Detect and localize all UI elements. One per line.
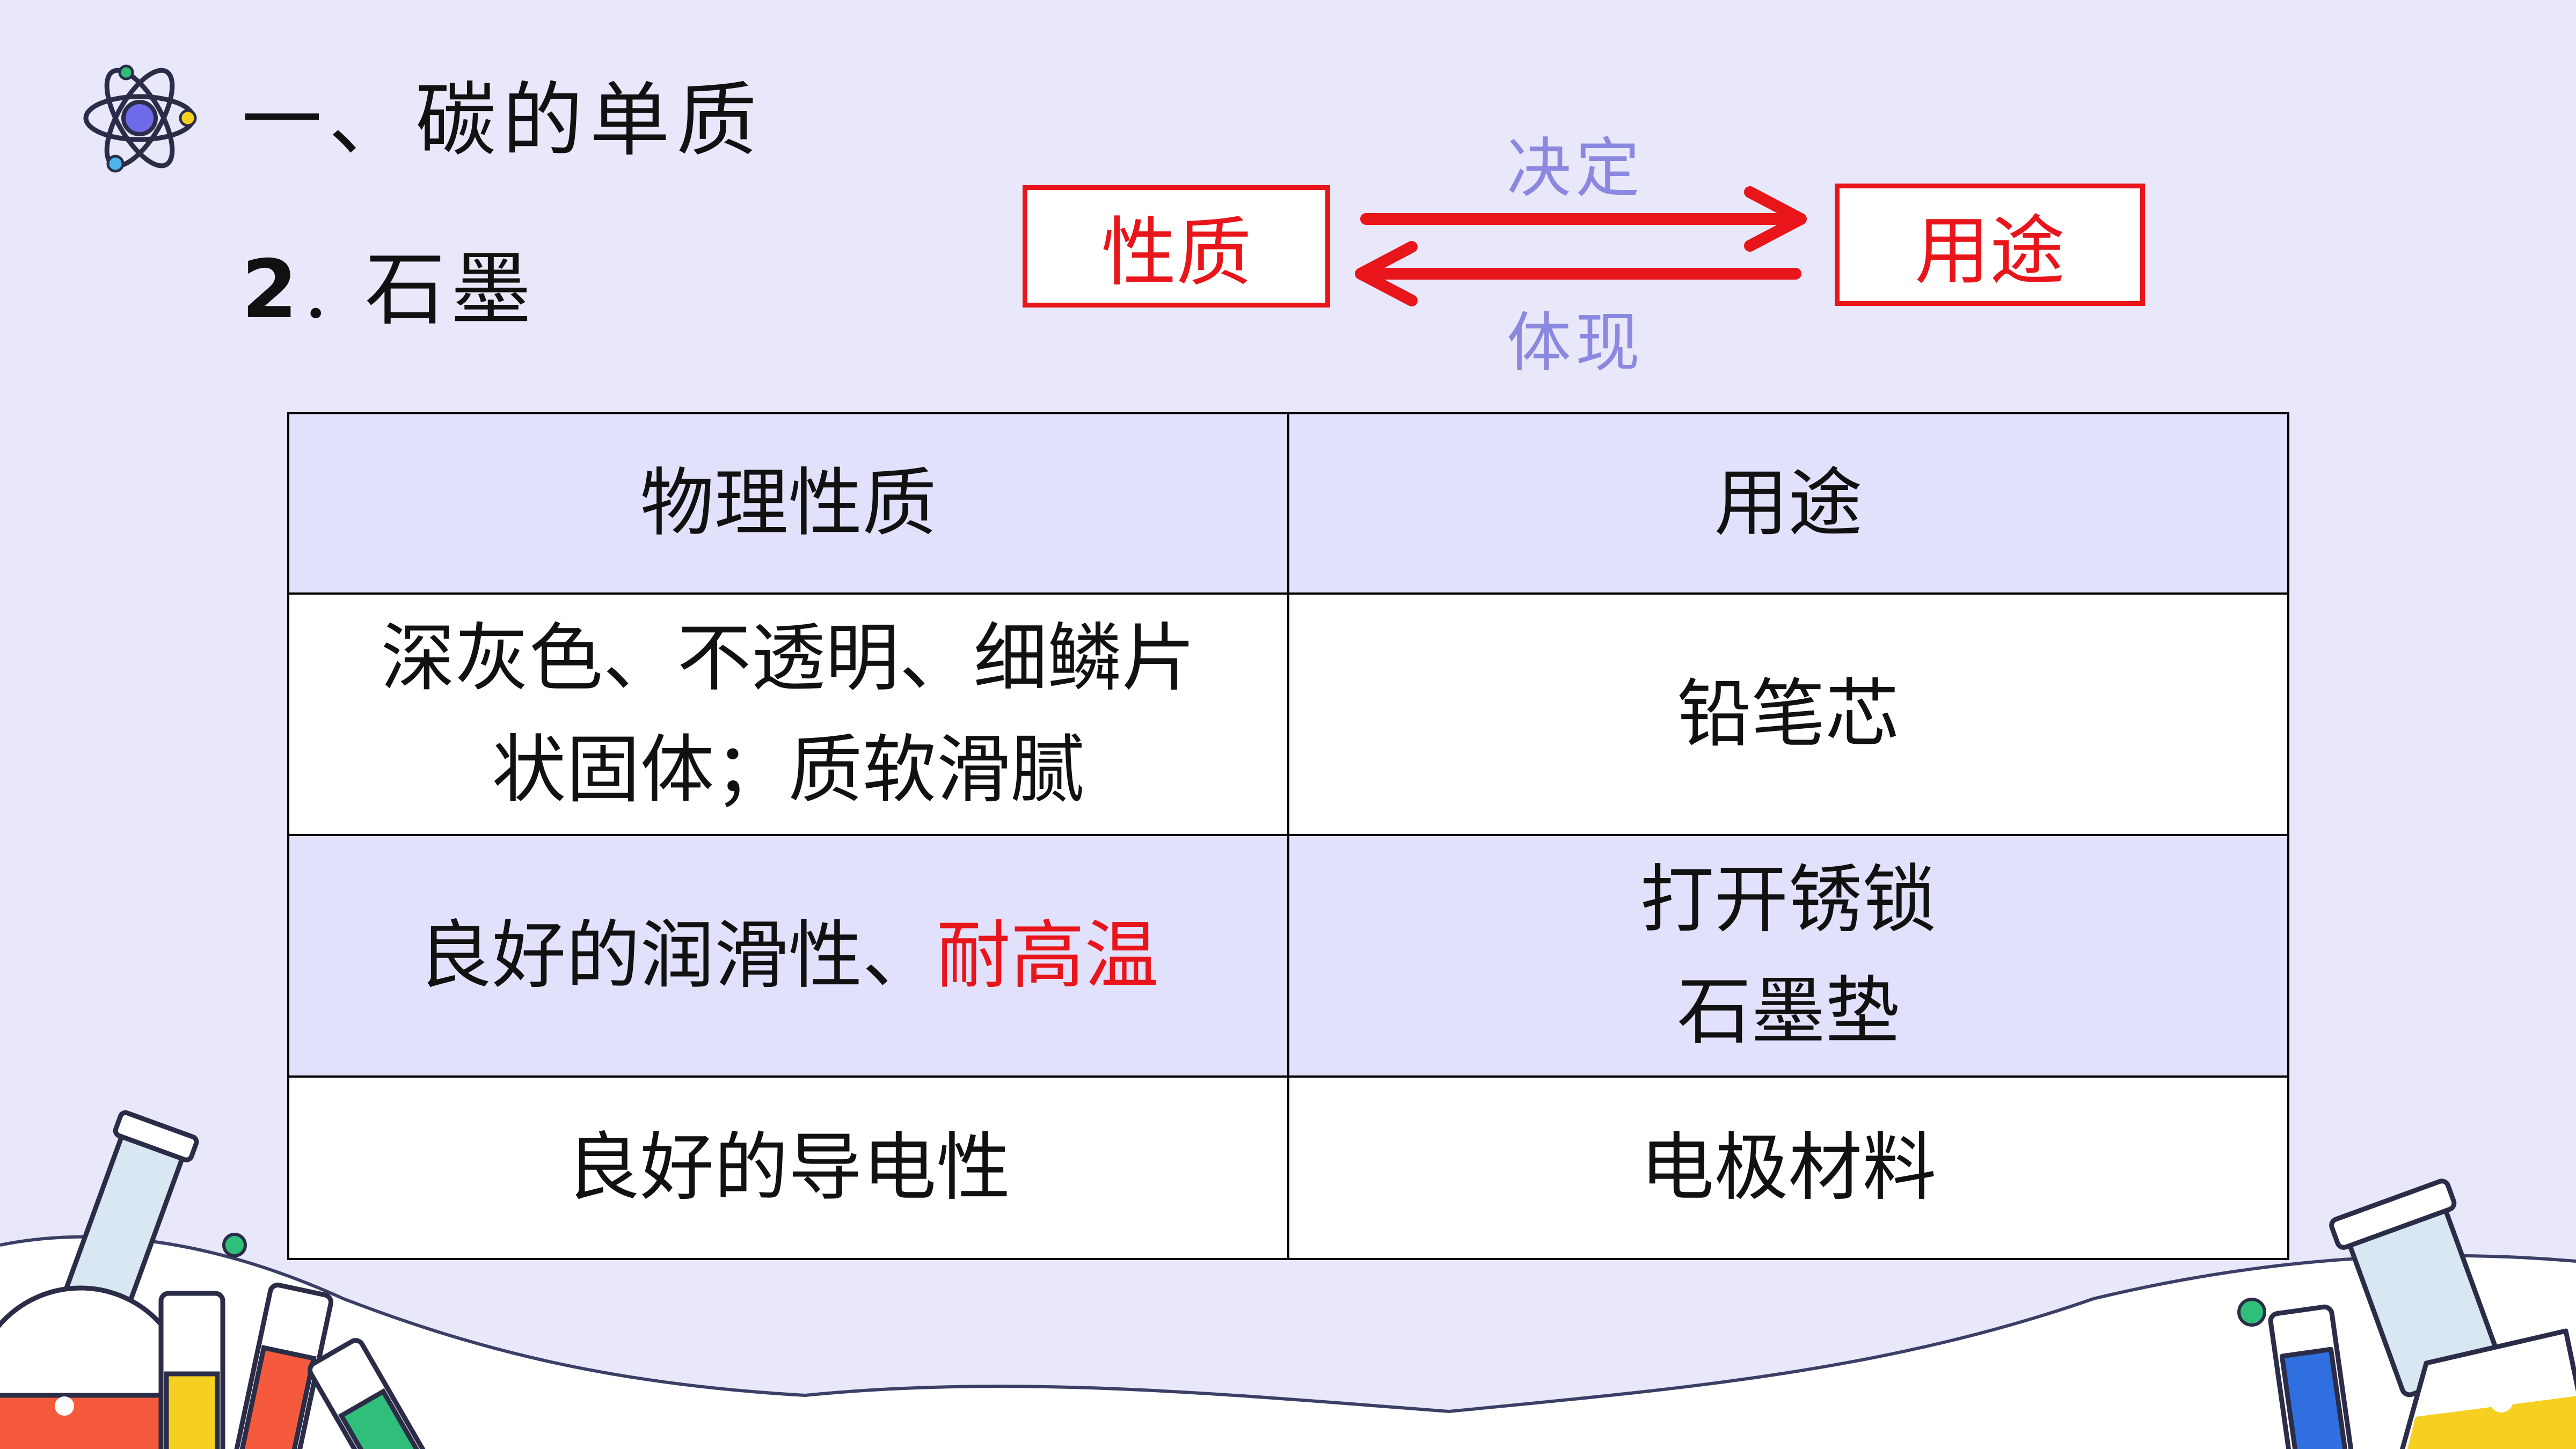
usage-box: 用途 [1835, 184, 2145, 306]
subsection-number: 2 [242, 243, 303, 336]
test-tube-icon [158, 1282, 439, 1449]
determines-label: 决定 [1507, 131, 1644, 206]
subsection-heading: 2. 石墨 [242, 236, 537, 343]
use-cell: 打开锈锁 石墨垫 [1287, 834, 2289, 1078]
property-line: 良好的导电性 [566, 1124, 1011, 1211]
property-cell: 良好的润滑性、耐高温 [287, 834, 1289, 1078]
right-arrow-icon [1360, 186, 1807, 252]
use-cell: 电极材料 [1287, 1075, 2289, 1260]
property-line: 状固体；质软滑腻 [492, 727, 1085, 813]
table-row: 良好的导电性 电极材料 [287, 1075, 2289, 1260]
use-line: 电极材料 [1640, 1124, 1937, 1211]
graphite-properties-table: 物理性质 用途 深灰色、不透明、细鳞片 状固体；质软滑腻 铅笔芯 良好的润滑性、… [287, 412, 2289, 1260]
reflects-label: 体现 [1507, 306, 1644, 380]
property-highlight: 耐高温 [936, 912, 1159, 999]
property-cell: 深灰色、不透明、细鳞片 状固体；质软滑腻 [287, 592, 1289, 836]
relation-arrows [1355, 186, 1807, 306]
use-cell: 铅笔芯 [1287, 592, 2289, 836]
use-line: 铅笔芯 [1677, 671, 1900, 757]
use-line: 打开锈锁 [1640, 857, 1937, 943]
use-line: 石墨垫 [1677, 968, 1900, 1055]
table-row: 良好的润滑性、耐高温 打开锈锁 石墨垫 [287, 834, 2289, 1078]
header-uses: 用途 [1287, 412, 2289, 595]
table-row: 深灰色、不透明、细鳞片 状固体；质软滑腻 铅笔芯 [287, 592, 2289, 836]
property-cell: 良好的导电性 [287, 1075, 1289, 1260]
table-header-row: 物理性质 用途 [287, 412, 2289, 595]
property-line: 深灰色、不透明、细鳞片 [381, 615, 1196, 701]
property-box: 性质 [1023, 185, 1330, 308]
property-text: 良好的润滑性、 [418, 912, 937, 999]
flask-icon [0, 1110, 199, 1449]
header-physical-properties: 物理性质 [287, 412, 1289, 595]
left-arrow-icon [1355, 241, 1801, 306]
section-heading: 一、碳的单质 [242, 74, 764, 167]
subsection-title: . 石墨 [303, 243, 537, 336]
atom-icon [83, 64, 197, 173]
